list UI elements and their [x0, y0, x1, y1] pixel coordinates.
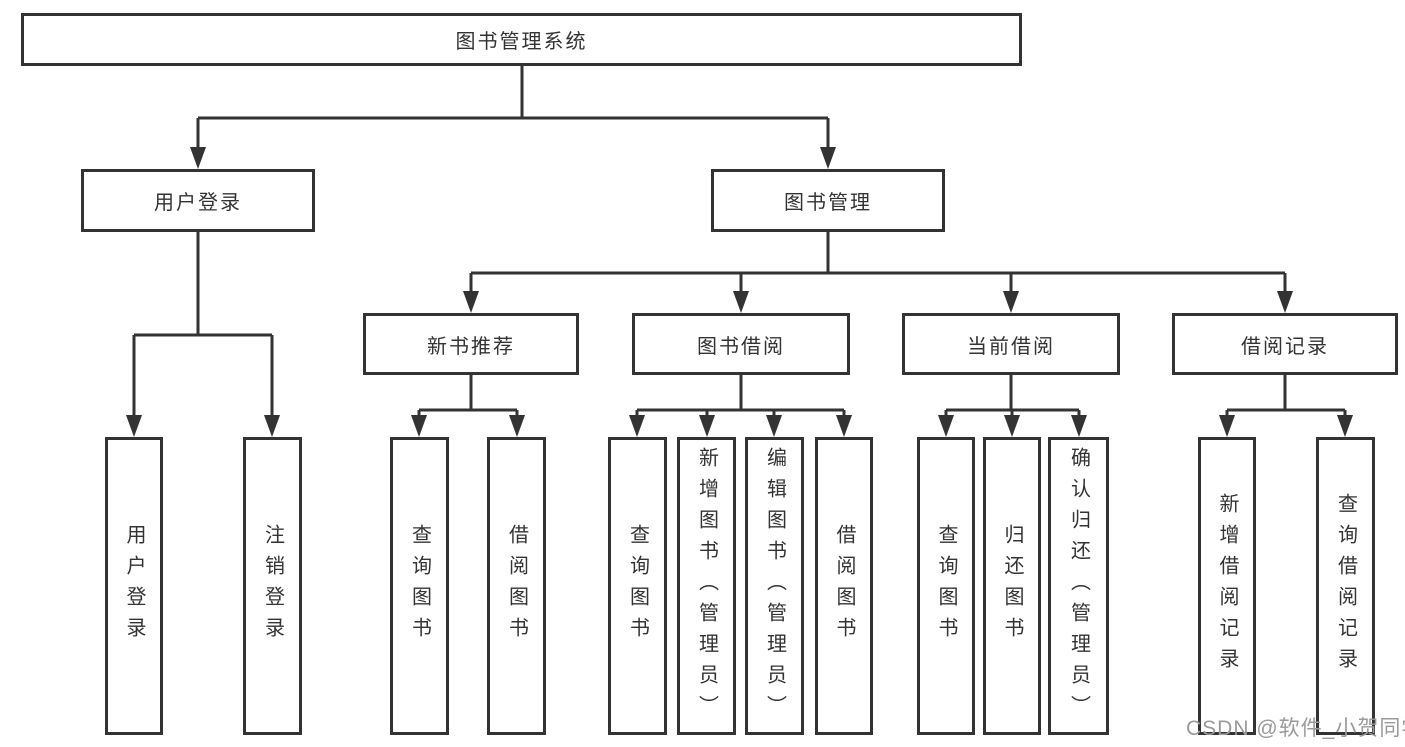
connector-current-branch [946, 375, 1079, 412]
leaf-label: 新增借阅记录 [1216, 493, 1238, 679]
leaf-current-return: 归还图书 [983, 437, 1041, 735]
leaf-label: 查询图书 [935, 524, 957, 648]
leaf-label: 编辑图书（管理员） [763, 446, 786, 726]
leaf-newbook-query: 查询图书 [390, 437, 449, 735]
leaf-user-logout: 注销登录 [243, 437, 302, 735]
leaf-borrow-edit-admin: 编辑图书（管理员） [745, 437, 804, 735]
leaf-label: 借阅图书 [833, 524, 855, 648]
leaf-label: 注销登录 [261, 524, 284, 648]
node-book-management: 图书管理 [711, 169, 945, 232]
leaf-label: 新增图书（管理员） [695, 446, 718, 726]
leaf-record-add: 新增借阅记录 [1198, 437, 1256, 735]
leaf-newbook-borrow: 借阅图书 [487, 437, 546, 735]
leaf-borrow-add-admin: 新增图书（管理员） [677, 437, 736, 735]
connector-borrow-branch [637, 375, 844, 412]
node-user-login: 用户登录 [81, 169, 315, 232]
leaf-label: 查询图书 [408, 524, 431, 648]
leaf-borrow-borrow: 借阅图书 [815, 437, 873, 735]
leaf-user-login: 用户登录 [105, 437, 163, 735]
node-current-borrow: 当前借阅 [902, 313, 1120, 375]
leaf-current-query: 查询图书 [917, 437, 975, 735]
leaf-label: 借阅图书 [505, 524, 528, 648]
connector-record-branch [1227, 375, 1345, 412]
leaf-label: 查询图书 [626, 524, 649, 648]
node-borrow-record: 借阅记录 [1172, 313, 1398, 375]
leaf-current-confirm-admin: 确认归还（管理员） [1048, 437, 1109, 735]
node-new-book-recommend: 新书推荐 [363, 313, 579, 375]
csdn-watermark: CSDN @软件_小贺同学 [1186, 717, 1405, 740]
connector-user-branch [134, 232, 272, 337]
leaf-label: 用户登录 [123, 524, 145, 648]
node-root-library-system: 图书管理系统 [21, 13, 1022, 66]
leaf-borrow-query: 查询图书 [608, 437, 667, 735]
leaf-label: 确认归还（管理员） [1067, 446, 1090, 726]
connector-manage-branch [471, 232, 1285, 275]
connector-newbook-branch [419, 375, 517, 412]
node-book-borrow: 图书借阅 [632, 313, 850, 375]
leaf-record-query: 查询借阅记录 [1316, 437, 1375, 735]
leaf-label: 查询借阅记录 [1334, 493, 1357, 679]
leaf-label: 归还图书 [1001, 524, 1023, 648]
connector-root-trunk [198, 66, 828, 120]
